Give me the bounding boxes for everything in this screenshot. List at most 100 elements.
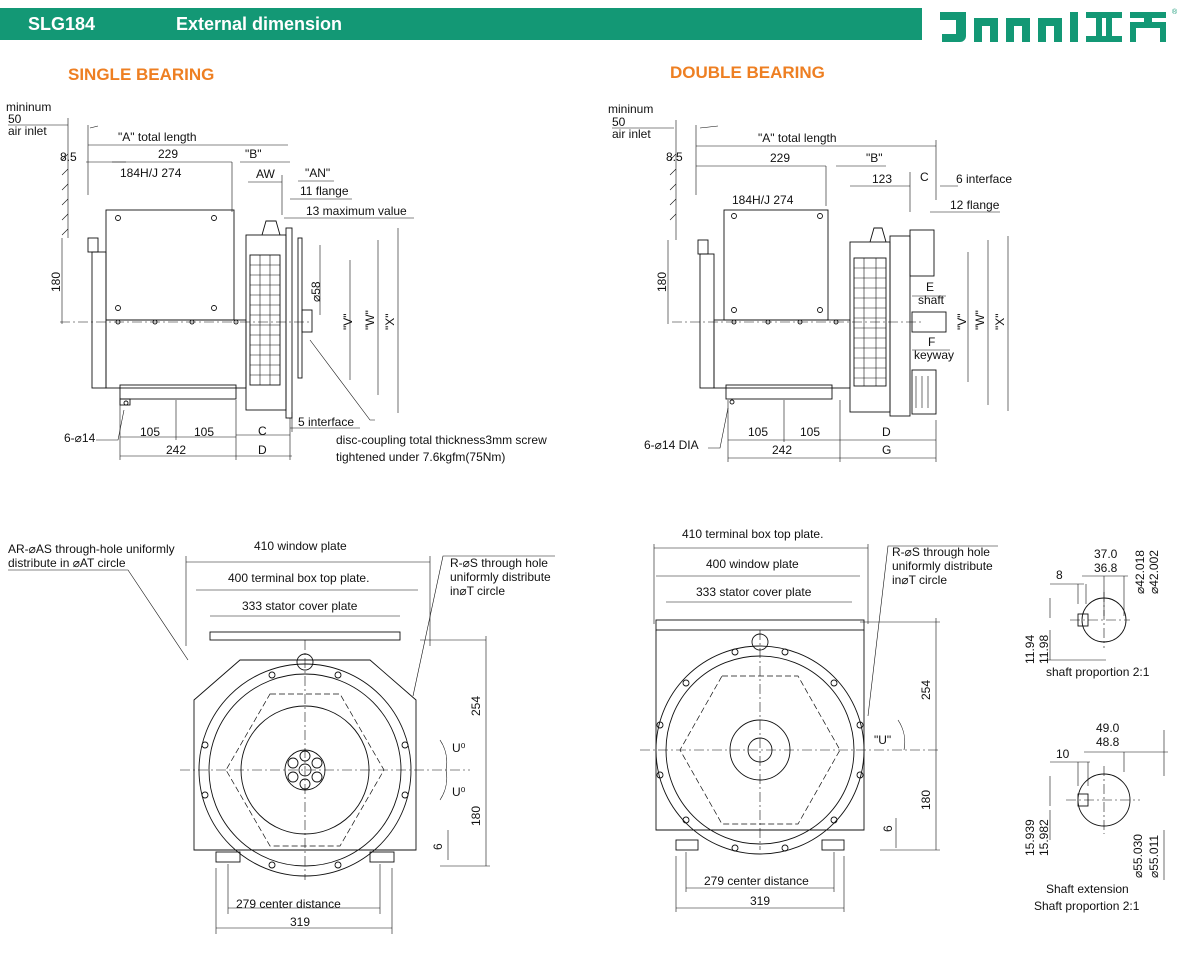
label-242-2: 242 <box>772 443 792 457</box>
label-123: 123 <box>872 172 892 186</box>
label-d-2: D <box>882 425 891 439</box>
double-bearing-view: DOUBLE BEARING mininum 50 air inlet "A" … <box>608 63 1012 462</box>
shaft-detail-1: 37.0 36.8 8 ⌀42.018 ⌀42.002 11.94 11.98 … <box>1023 547 1161 679</box>
model-number: SLG184 <box>28 14 96 34</box>
note-disc-coupling-1: disc-coupling total thickness3mm screw <box>336 433 547 447</box>
ar-note-1: AR-⌀AS through-hole uniformly <box>8 542 175 556</box>
rs-note-1-2: R-⌀S through hole <box>892 545 990 559</box>
label-6-interface: 6 interface <box>956 172 1012 186</box>
label-229-2: 229 <box>770 151 790 165</box>
label-15-982: 15.982 <box>1037 819 1051 856</box>
label-254-2: 254 <box>919 680 933 700</box>
label-105b-2: 105 <box>800 425 820 439</box>
label-u-quoted: "U" <box>874 733 891 747</box>
label-b: "B" <box>245 147 262 161</box>
label-frame: 184H/J 274 <box>120 166 182 180</box>
label-f: F <box>928 335 935 349</box>
label-air-inlet: air inlet <box>8 124 47 138</box>
label-410-window: 410 window plate <box>254 539 347 553</box>
rs-note-3: in⌀T circle <box>450 584 505 598</box>
shaft-detail-2: 49.0 48.8 10 15.939 15.982 ⌀55.030 ⌀55.0… <box>1023 721 1168 913</box>
label-12-flange: 12 flange <box>950 198 1000 212</box>
label-10-key: 10 <box>1056 747 1070 761</box>
label-58: ⌀58 <box>309 281 323 302</box>
label-u2: U⁰ <box>452 785 466 799</box>
label-15-939: 15.939 <box>1023 819 1037 856</box>
label-holes-2: 6-⌀14 DIA <box>644 438 699 452</box>
label-u1: U⁰ <box>452 741 466 755</box>
label-13-max: 13 maximum value <box>306 204 407 218</box>
label-holes: 6-⌀14 <box>64 431 96 445</box>
label-8-5-2: 8.5 <box>666 150 683 164</box>
label-e: E <box>926 280 934 294</box>
label-a-total: "A" total length <box>118 130 197 144</box>
label-254: 254 <box>469 696 483 716</box>
label-319: 319 <box>290 915 310 929</box>
label-dia-42-002: ⌀42.002 <box>1147 550 1161 594</box>
label-minimum: mininum <box>6 100 51 114</box>
label-g: G <box>882 443 891 457</box>
brand-logo: ® <box>940 8 1178 42</box>
rs-note-2-2: uniformly distribute <box>892 559 993 573</box>
label-b-2: "B" <box>866 151 883 165</box>
label-105a-2: 105 <box>748 425 768 439</box>
label-8-5: 8.5 <box>60 150 77 164</box>
registered-mark: ® <box>1172 8 1178 16</box>
label-37-0: 37.0 <box>1094 547 1118 561</box>
label-333-stator: 333 stator cover plate <box>242 599 358 613</box>
label-c-2: C <box>920 170 929 184</box>
label-180-2: 180 <box>655 272 669 292</box>
label-180-front-2: 180 <box>919 790 933 810</box>
page-title: External dimension <box>176 14 343 34</box>
label-333-stator-2: 333 stator cover plate <box>696 585 812 599</box>
label-49-0: 49.0 <box>1096 721 1120 735</box>
label-410-top-plate: 410 terminal box top plate. <box>682 527 823 541</box>
label-105b: 105 <box>194 425 214 439</box>
label-x-2: "X" <box>993 313 1007 330</box>
label-11-flange: 11 flange <box>300 184 349 198</box>
label-c: C <box>258 424 267 438</box>
note-disc-coupling-2: tightened under 7.6kgfm(75Nm) <box>336 450 505 464</box>
label-8-key: 8 <box>1056 568 1063 582</box>
label-w: "W" <box>363 310 377 330</box>
rs-note-3-2: in⌀T circle <box>892 573 947 587</box>
single-bearing-view: SINGLE BEARING mininum 50 air inlet "A" … <box>6 65 547 464</box>
shaft2-caption-2: Shaft proportion 2:1 <box>1034 899 1140 913</box>
label-dia-42-018: ⌀42.018 <box>1133 550 1147 594</box>
label-105a: 105 <box>140 425 160 439</box>
label-400-top-plate: 400 terminal box top plate. <box>228 571 369 585</box>
label-v-2: "V" <box>955 313 969 330</box>
label-279-center-2: 279 center distance <box>704 874 809 888</box>
label-d: D <box>258 443 267 457</box>
label-50-2: 50 <box>612 115 626 129</box>
label-48-8: 48.8 <box>1096 735 1120 749</box>
label-keyway: keyway <box>914 348 954 362</box>
front-view-left: AR-⌀AS through-hole uniformly distribute… <box>8 539 555 934</box>
label-279-center: 279 center distance <box>236 897 341 911</box>
label-50: 50 <box>8 112 22 126</box>
label-242: 242 <box>166 443 186 457</box>
header-bar <box>0 8 922 40</box>
rs-note-1: R-⌀S through hole <box>450 556 548 570</box>
label-air-inlet-2: air inlet <box>612 127 651 141</box>
label-w-2: "W" <box>973 310 987 330</box>
shaft1-caption: shaft proportion 2:1 <box>1046 665 1150 679</box>
label-minimum-2: mininum <box>608 102 653 116</box>
label-shaft: shaft <box>918 293 945 307</box>
front-view-right: 410 terminal box top plate. 400 window p… <box>640 527 998 912</box>
label-180-front: 180 <box>469 806 483 826</box>
header: SLG184 External dimension ® <box>0 0 1192 48</box>
rs-note-2: uniformly distribute <box>450 570 551 584</box>
label-400-window: 400 window plate <box>706 557 799 571</box>
label-v: "V" <box>341 313 355 330</box>
ar-note-2: distribute in ⌀AT circle <box>8 556 126 570</box>
label-6: 6 <box>431 843 445 850</box>
shaft2-caption-1: Shaft extension <box>1046 882 1129 896</box>
double-bearing-title: DOUBLE BEARING <box>670 63 825 82</box>
label-a-total-2: "A" total length <box>758 131 837 145</box>
label-36-8: 36.8 <box>1094 561 1118 575</box>
label-11-94: 11.94 <box>1023 635 1037 664</box>
single-bearing-title: SINGLE BEARING <box>68 65 214 84</box>
label-319-2: 319 <box>750 894 770 908</box>
